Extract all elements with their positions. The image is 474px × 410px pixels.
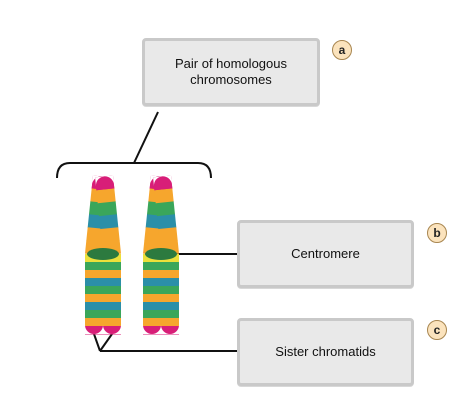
chromosome-left bbox=[84, 175, 122, 335]
chromosome-right-centromere bbox=[145, 248, 177, 260]
label-box-centromere: Centromere bbox=[237, 220, 414, 288]
label-box-homologous: Pair of homologous chromosomes bbox=[142, 38, 320, 106]
leader-line-sister-chromatids-2 bbox=[99, 333, 113, 352]
leader-line-sister-chromatids bbox=[93, 333, 101, 352]
homologous-bracket bbox=[56, 162, 212, 179]
badge-c: c bbox=[427, 320, 447, 340]
label-centromere-text: Centromere bbox=[291, 246, 360, 261]
chromosome-left-centromere bbox=[87, 248, 119, 260]
badge-b: b bbox=[427, 223, 447, 243]
badge-b-text: b bbox=[433, 226, 441, 240]
chromosome-right bbox=[142, 175, 180, 335]
badge-a: a bbox=[332, 40, 352, 60]
chromosome-left-chromatid-2 bbox=[95, 175, 122, 335]
chromosome-right-chromatid-2 bbox=[153, 175, 180, 335]
badge-a-text: a bbox=[338, 43, 346, 57]
leader-line-homologous bbox=[133, 111, 159, 164]
label-sister-chromatids-text: Sister chromatids bbox=[275, 344, 376, 359]
label-box-sister-chromatids: Sister chromatids bbox=[237, 318, 414, 386]
badge-c-text: c bbox=[433, 323, 441, 337]
label-homologous-text: Pair of homologous chromosomes bbox=[174, 56, 287, 87]
